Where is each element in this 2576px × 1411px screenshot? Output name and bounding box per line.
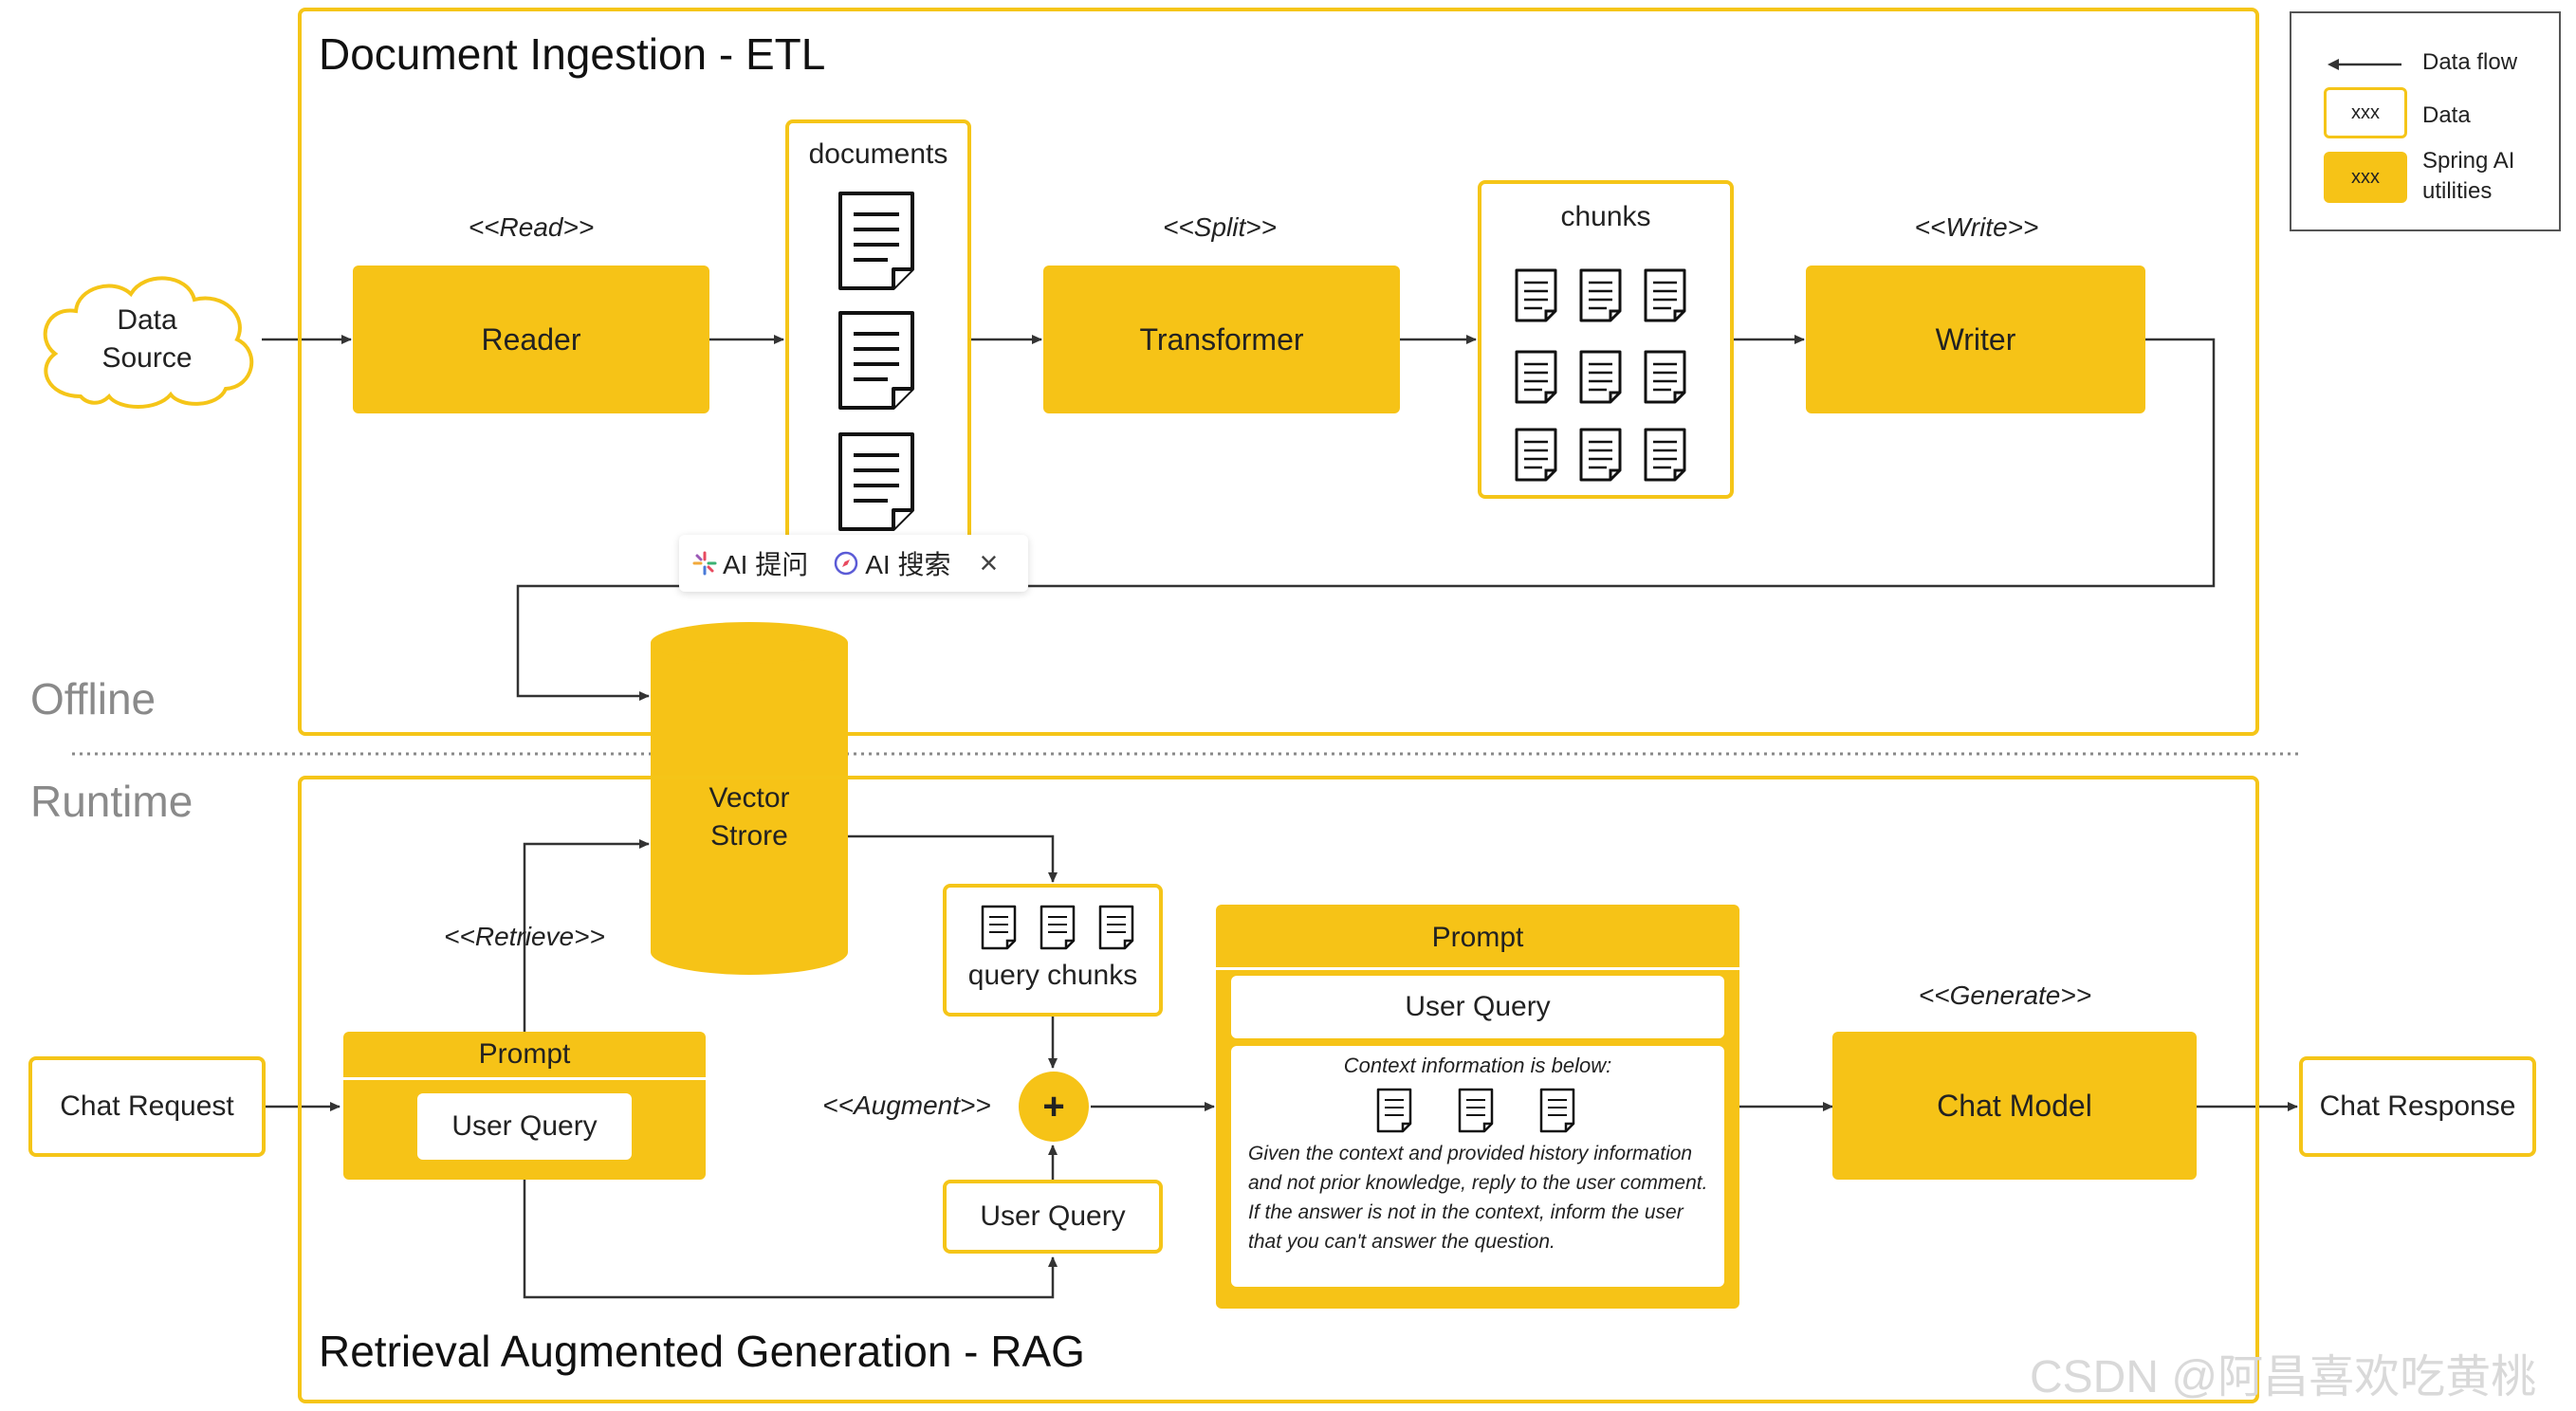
rag-frame	[298, 776, 2259, 1403]
offline-label: Offline	[30, 674, 156, 724]
arrow-retrieve	[523, 839, 650, 1032]
document-icon	[838, 192, 914, 290]
writer-box: Writer	[1806, 266, 2145, 413]
read-stereotype: <<Read>>	[468, 212, 595, 242]
context-panel: Context information is below: Given the …	[1231, 1046, 1724, 1287]
legend-data: Data	[2422, 102, 2471, 128]
arrow-vectorstore-chunks	[848, 834, 1058, 883]
augment-plus-node: +	[1019, 1072, 1089, 1142]
sparkle-icon	[692, 551, 717, 576]
prompt-big-divider	[1216, 967, 1739, 970]
vector-store-line1: Vector	[708, 782, 790, 814]
etl-frame	[298, 8, 2259, 736]
user-query-big: User Query	[1231, 976, 1724, 1038]
query-chunks-icons	[981, 905, 1134, 950]
ai-search-button[interactable]: AI 搜索	[833, 544, 951, 582]
user-query-mid-box: User Query	[943, 1180, 1163, 1254]
write-stereotype: <<Write>>	[1914, 212, 2039, 242]
chat-model-box: Chat Model	[1832, 1032, 2197, 1180]
user-query-left: User Query	[417, 1093, 632, 1160]
ai-toolbar: AI 提问 AI 搜索 ×	[679, 535, 1028, 592]
transformer-box: Transformer	[1043, 266, 1400, 413]
prompt-left-divider	[343, 1077, 706, 1080]
vector-store-line2: Strore	[710, 820, 788, 852]
context-chunks-icons	[1376, 1088, 1575, 1133]
data-source-line2: Source	[101, 342, 193, 374]
documents-icons	[838, 192, 914, 531]
rag-title: Retrieval Augmented Generation - RAG	[319, 1327, 1085, 1376]
retrieve-stereotype: <<Retrieve>>	[444, 922, 605, 951]
ai-search-label: AI 搜索	[865, 550, 951, 579]
legend-spring-ai: Spring AI utilities	[2422, 146, 2514, 207]
reader-box: Reader	[353, 266, 709, 413]
legend: Data flow xxx Data xxx Spring AI utiliti…	[2290, 11, 2561, 231]
chunks-label: chunks	[1560, 201, 1651, 232]
arrow-prompt-query	[523, 1180, 1058, 1299]
prompt-big-label: Prompt	[1431, 922, 1524, 953]
close-icon[interactable]: ×	[979, 544, 999, 581]
data-source-cloud-icon	[43, 276, 254, 409]
generate-stereotype: <<Generate>>	[1918, 980, 2092, 1010]
prompt-left-box: Prompt User Query	[343, 1032, 706, 1180]
legend-utility-sample: xxx	[2324, 152, 2407, 203]
context-header: Context information is below:	[1343, 1054, 1612, 1077]
document-icon	[838, 311, 914, 410]
arrow-writer-vectorstore	[516, 338, 2216, 701]
vector-store-label: Vector Strore	[649, 779, 850, 855]
chat-request-box: Chat Request	[28, 1056, 266, 1157]
chunks-icons	[1515, 268, 1686, 482]
document-icon	[838, 432, 914, 531]
prompt-big-box: Prompt User Query Context information is…	[1216, 905, 1739, 1309]
vector-store-cylinder	[651, 622, 848, 975]
compass-icon	[835, 551, 858, 576]
ai-ask-label: AI 提问	[723, 550, 809, 579]
split-stereotype: <<Split>>	[1163, 212, 1277, 242]
runtime-label: Runtime	[30, 777, 193, 826]
legend-data-flow: Data flow	[2422, 49, 2518, 75]
data-source-label: Data Source	[28, 302, 266, 377]
prompt-left-label: Prompt	[478, 1038, 571, 1070]
augment-stereotype: <<Augment>>	[822, 1090, 991, 1120]
legend-arrow-icon	[2328, 59, 2401, 70]
legend-data-sample: xxx	[2324, 87, 2407, 138]
chat-response-box: Chat Response	[2299, 1056, 2536, 1157]
legend-spring-ai-line2: utilities	[2422, 178, 2493, 204]
documents-label: documents	[808, 138, 948, 170]
legend-spring-ai-line1: Spring AI	[2422, 148, 2515, 174]
etl-title: Document Ingestion - ETL	[319, 29, 826, 79]
query-chunks-label: query chunks	[967, 960, 1138, 991]
data-source-line1: Data	[117, 304, 177, 336]
context-body: Given the context and provided history i…	[1248, 1143, 1708, 1253]
ai-ask-button[interactable]: AI 提问	[692, 544, 808, 582]
watermark: CSDN @阿昌喜欢吃黄桃	[2030, 1352, 2537, 1402]
